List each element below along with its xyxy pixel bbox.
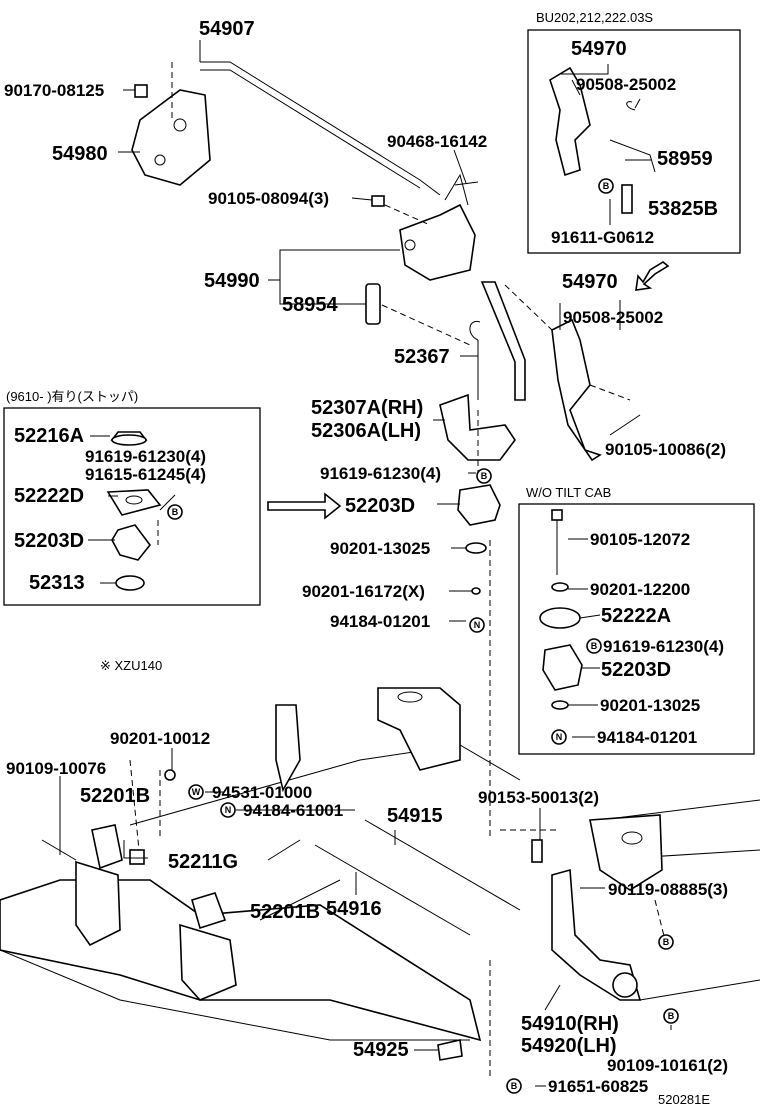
label-52222a: 52222A [601,605,671,627]
marker-n-2: N [551,729,567,745]
stopper-inset-drawing [106,431,162,591]
marker-b-5: B [658,934,674,950]
stopper-inset-frame [3,407,261,606]
model-note: ※ XZU140 [100,658,162,673]
down-left-arrow-icon [635,261,670,291]
label-54920: 54920(LH) [521,1035,617,1057]
leader-lines [59,40,672,1087]
label-94531-01000: 94531-01000 [212,783,312,802]
label-90201-10012: 90201-10012 [110,729,210,748]
diagram-id: 520281E [658,1092,710,1107]
svg-text:B: B [663,937,670,947]
label-52203d-inset: 52203D [14,530,84,552]
label-54980: 54980 [52,143,108,165]
wo-tilt-cab-note: W/O TILT CAB [526,485,611,500]
washer-90201-10012 [164,769,176,781]
lower-rods-drawing [41,819,642,1061]
right-arrow-icon [267,492,342,520]
label-52203d-wo: 52203D [601,659,671,681]
label-91651-60825: 91651-60825 [548,1077,648,1096]
label-52307a: 52307A(RH) [311,397,423,419]
label-52201b-a: 52201B [80,785,150,807]
label-90508-25002-main: 90508-25002 [563,308,663,327]
svg-text:B: B [668,1011,675,1021]
chassis-frame-drawing [0,687,760,1042]
label-58954: 58954 [282,294,338,316]
marker-n-3: N [220,802,236,818]
svg-text:B: B [511,1081,518,1091]
svg-text:N: N [556,732,563,742]
label-90468-16142: 90468-16142 [387,132,487,151]
label-52367: 52367 [394,346,450,368]
stopper-range-note: (9610- )有り(ストッパ) [6,389,138,404]
tilt-inset-frame [527,29,741,254]
svg-text:B: B [603,181,610,191]
label-94184-01201-main: 94184-01201 [330,612,430,631]
label-90201-16172: 90201-16172(X) [302,582,425,601]
svg-text:N: N [225,805,232,815]
label-90153-50013: 90153-50013(2) [478,788,599,807]
label-91611-g0612: 91611-G0612 [551,228,654,247]
marker-b-4: B [586,638,602,654]
marker-b-2: B [476,468,492,484]
label-54925: 54925 [353,1039,409,1061]
label-91619-61230-wo: 91619-61230(4) [603,637,724,656]
label-91615-61245: 91615-61245(4) [85,465,206,484]
label-53825b: 53825B [648,198,718,220]
label-90105-08094: 90105-08094(3) [208,189,329,208]
header-code: BU202,212,222.03S [536,10,653,25]
label-90201-13025-main: 90201-13025 [330,539,430,558]
label-54916: 54916 [326,898,382,920]
marker-w-1: W [188,784,204,800]
label-90201-13025-wo: 90201-13025 [600,696,700,715]
label-52306a: 52306A(LH) [311,420,421,442]
label-54907: 54907 [199,18,255,40]
label-90109-10161: 90109-10161(2) [607,1056,728,1075]
svg-text:B: B [591,641,598,651]
label-94184-01201-wo: 94184-01201 [597,728,697,747]
label-90105-10086: 90105-10086(2) [605,440,726,459]
label-90201-12200: 90201-12200 [590,580,690,599]
wo-tilt-drawing [539,509,583,710]
label-54910: 54910(RH) [521,1013,619,1035]
marker-b-1: B [598,178,614,194]
label-90508-25002-inset: 90508-25002 [576,75,676,94]
label-58959: 58959 [657,148,713,170]
label-54970-main: 54970 [562,271,618,293]
svg-text:W: W [192,787,201,797]
label-90170-08125: 90170-08125 [4,81,104,100]
wo-tilt-cab-frame [518,503,755,755]
label-52313: 52313 [29,572,85,594]
marker-n-1: N [469,617,485,633]
label-90105-12072: 90105-12072 [590,530,690,549]
label-90109-10076: 90109-10076 [6,759,106,778]
marker-b-3: B [167,504,183,520]
marker-b-7: B [506,1078,522,1094]
label-52203d-main: 52203D [345,495,415,517]
label-52211g: 52211G [168,851,238,873]
marker-b-6: B [663,1008,679,1024]
label-54970-inset: 54970 [571,38,627,60]
label-94184-61001: 94184-61001 [243,801,343,820]
label-52216a: 52216A [14,425,84,447]
svg-text:N: N [474,620,481,630]
svg-text:B: B [481,471,488,481]
svg-text:B: B [172,507,179,517]
label-54915: 54915 [387,805,443,827]
label-91619-61230-inset: 91619-61230(4) [85,447,206,466]
label-91619-61230-main: 91619-61230(4) [320,464,441,483]
label-52201b-b: 52201B [250,901,320,923]
label-90119-08885: 90119-08885(3) [608,880,728,899]
linkage-drawing [129,61,666,1080]
label-52222d: 52222D [14,485,84,507]
label-54990: 54990 [204,270,260,292]
